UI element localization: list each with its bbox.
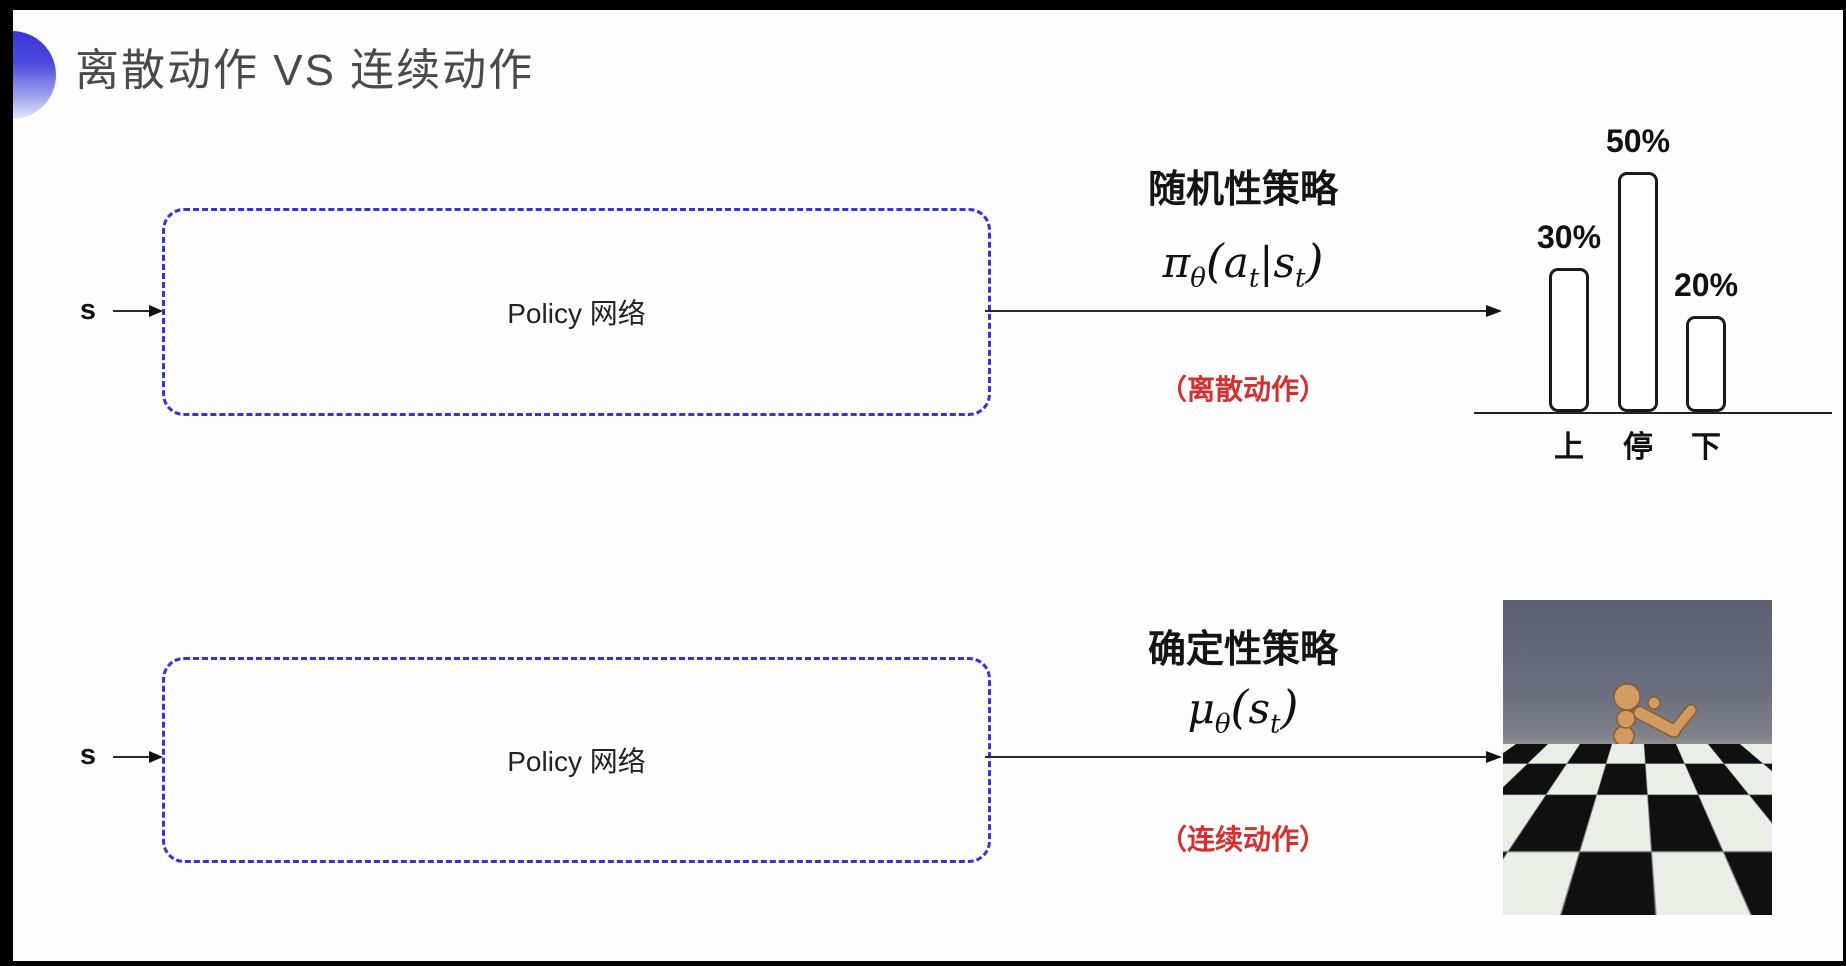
action-type-note-discrete: （离散动作） bbox=[1158, 374, 1327, 405]
policy-network-box-deterministic: Policy 网络 bbox=[162, 657, 991, 863]
state-input-label-deterministic: s bbox=[79, 739, 97, 771]
action-probability-bar-chart: 30% 50% 20% 上 停 下 bbox=[1474, 123, 1832, 464]
policy-network-label-deterministic: Policy 网络 bbox=[507, 746, 646, 777]
formula-close-paren: ) bbox=[1280, 680, 1299, 734]
policy-network-label-stochastic: Policy 网络 bbox=[507, 298, 646, 329]
title-decoration-circle bbox=[13, 31, 56, 119]
chart-plot-area: 30% 50% 20% bbox=[1474, 123, 1832, 414]
output-arrow-deterministic bbox=[985, 751, 1502, 763]
page-title: 离散动作 VS 连续动作 bbox=[75, 46, 535, 95]
bar-value-label-停: 50% bbox=[1605, 123, 1671, 159]
bar-停 bbox=[1618, 172, 1658, 412]
bar-下 bbox=[1686, 316, 1726, 412]
output-arrow-stochastic bbox=[985, 305, 1502, 317]
formula-s: s bbox=[1248, 684, 1271, 733]
formula-t-sub: t bbox=[1248, 263, 1260, 294]
formula-theta-sub: θ bbox=[1190, 263, 1206, 294]
bar-value-label-下: 20% bbox=[1673, 267, 1739, 303]
formula-close-paren: ) bbox=[1305, 234, 1324, 288]
state-input-label-stochastic: s bbox=[79, 294, 97, 326]
formula-conditional-bar: | bbox=[1259, 238, 1274, 287]
policy-type-title-stochastic: 随机性策略 bbox=[1147, 169, 1338, 211]
bar-category-label-下: 下 bbox=[1691, 431, 1721, 464]
formula-s: s bbox=[1273, 238, 1296, 287]
formula-open-paren: ( bbox=[1205, 234, 1224, 288]
formula-a: a bbox=[1223, 238, 1249, 287]
formula-stochastic: πθ(at|st) bbox=[1033, 234, 1453, 291]
formula-t-sub: t bbox=[1270, 709, 1281, 740]
chart-category-axis: 上停下 bbox=[1474, 414, 1832, 464]
bar-category-label-停: 停 bbox=[1623, 431, 1653, 464]
policy-network-box-stochastic: Policy 网络 bbox=[162, 208, 991, 416]
formula-t-sub2: t bbox=[1295, 263, 1306, 294]
policy-type-title-deterministic: 确定性策略 bbox=[1147, 629, 1338, 671]
formula-theta-sub: θ bbox=[1214, 709, 1231, 740]
bar-value-label-上: 30% bbox=[1536, 219, 1602, 255]
humanoid-figure bbox=[1573, 683, 1697, 907]
bar-上 bbox=[1549, 268, 1589, 412]
formula-open-paren: ( bbox=[1230, 680, 1249, 734]
slide: 离散动作 VS 连续动作 s Policy 网络 随机性策略 πθ(at|st)… bbox=[13, 10, 1843, 961]
input-arrow-stochastic bbox=[113, 305, 163, 317]
action-type-note-continuous: （连续动作） bbox=[1158, 824, 1327, 855]
formula-pi: π bbox=[1162, 238, 1191, 287]
image-bottom-edge bbox=[1503, 911, 1772, 915]
formula-mu: μ bbox=[1187, 684, 1215, 733]
mujoco-humanoid-image bbox=[1503, 600, 1772, 915]
input-arrow-deterministic bbox=[113, 751, 163, 763]
formula-deterministic: μθ(st) bbox=[1033, 680, 1453, 737]
bar-category-label-上: 上 bbox=[1554, 431, 1584, 464]
